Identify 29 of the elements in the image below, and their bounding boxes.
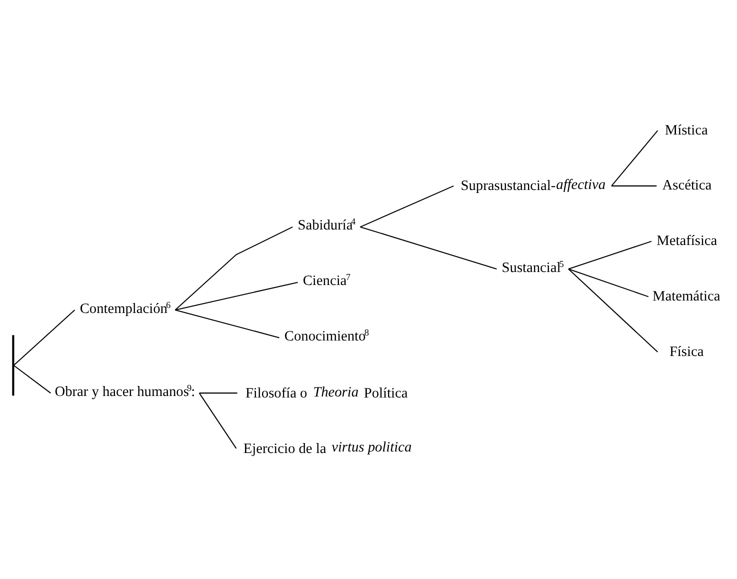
node-bar (12, 335, 14, 396)
node-text: Matemática (652, 288, 720, 304)
node-text: Filosofía o Theoria Política (245, 384, 408, 402)
connector (568, 268, 649, 298)
connector (568, 240, 652, 270)
connector (175, 310, 280, 338)
connector (175, 282, 298, 310)
node-text: Contemplación$^{6}$ (80, 300, 171, 317)
node-text: Conocimiento$^{8}$ (284, 327, 370, 344)
connector (199, 392, 238, 394)
connector (612, 185, 657, 186)
node-text: Ciencia$^{7}$ (302, 272, 351, 290)
node-text: Ejercicio de la virtus politica (243, 440, 412, 457)
connector (174, 226, 293, 310)
node-text: Mística (664, 122, 708, 138)
node-text: Obrar y hacer humanos$^{9}$: (54, 382, 196, 400)
node-text: Metafísica (656, 233, 718, 250)
connector (198, 392, 237, 449)
connector (360, 226, 497, 270)
connector (13, 310, 76, 366)
connector (611, 130, 658, 186)
connector (568, 268, 658, 352)
connector (13, 364, 51, 394)
node-text: Física (669, 344, 704, 360)
node-text: Suprasustancial-affectiva (460, 177, 606, 194)
node-text: Ascética (662, 178, 712, 194)
connector (360, 185, 454, 228)
node-text: Sustancial$^{5}$ (502, 258, 564, 276)
node-text: Sabiduría$^{4}$ (298, 216, 356, 234)
